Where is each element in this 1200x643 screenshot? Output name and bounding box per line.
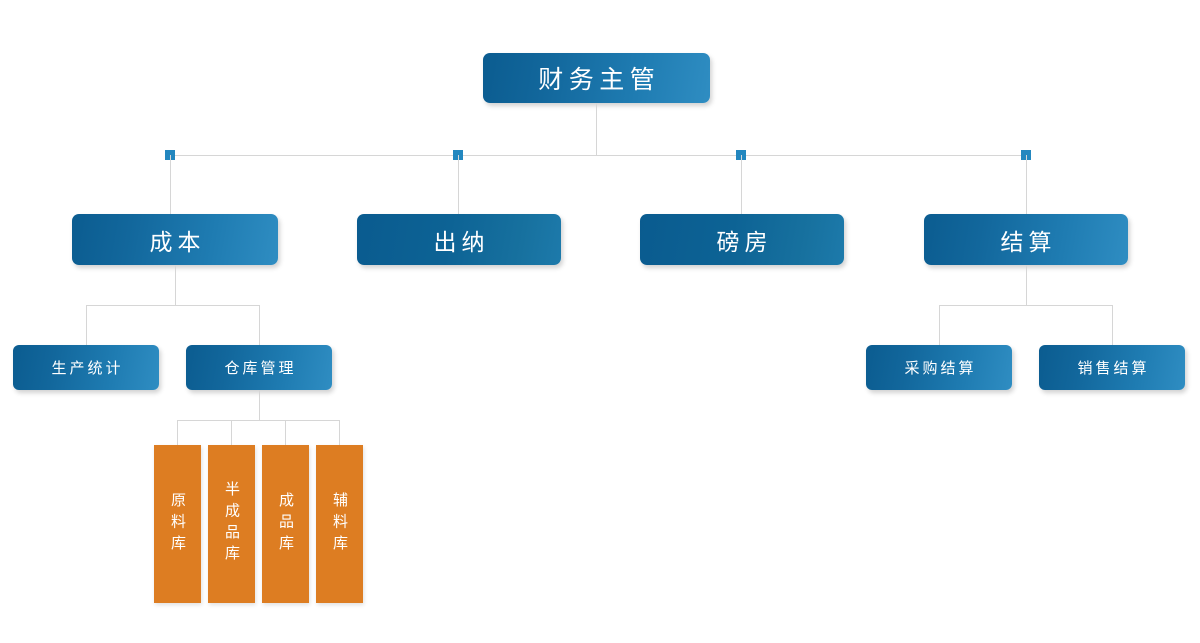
connector-drop-production-stats [86,305,87,346]
node-cashier[interactable]: 出纳 [357,214,561,265]
node-auxiliary-material-warehouse[interactable]: 辅料库 [316,445,363,603]
connector-settlement-branch-bar [939,305,1113,306]
node-production-statistics[interactable]: 生产统计 [13,345,159,390]
connector-settlement-stem [1026,265,1027,305]
node-finance-supervisor[interactable]: 财务主管 [483,53,710,103]
node-weighhouse[interactable]: 磅房 [640,214,844,265]
connector-drop-semi-finished [231,420,232,446]
connector-drop-finished-goods [285,420,286,446]
connector-drop-warehouse-mgmt [259,305,260,346]
connector-warehouse-branch-bar [177,420,340,421]
connector-drop-cost [170,155,171,214]
connector-drop-settlement [1026,155,1027,214]
node-label: 半成品库 [223,481,241,567]
node-label: 仓库管理 [224,359,297,377]
node-warehouse-management[interactable]: 仓库管理 [186,345,332,390]
connector-warehouse-stem [259,390,260,420]
connector-drop-raw-material [177,420,178,446]
node-label: 原料库 [169,492,187,556]
node-label: 采购结算 [904,359,977,377]
connector-drop-cashier [458,155,459,214]
node-purchase-settlement[interactable]: 采购结算 [866,345,1012,390]
node-label: 磅房 [716,229,773,256]
node-label: 销售结算 [1077,359,1150,377]
connector-drop-weighhouse [741,155,742,214]
node-label: 出纳 [433,229,490,256]
connector-drop-sales-settlement [1112,305,1113,346]
node-label: 生产统计 [51,359,124,377]
connector-drop-auxiliary [339,420,340,446]
node-semi-finished-warehouse[interactable]: 半成品库 [208,445,255,603]
connector-level2-bus [170,155,1029,156]
node-cost[interactable]: 成本 [72,214,278,265]
node-finished-goods-warehouse[interactable]: 成品库 [262,445,309,603]
connector-cost-branch-bar [86,305,260,306]
connector-root-drop [596,103,597,156]
node-raw-material-warehouse[interactable]: 原料库 [154,445,201,603]
node-sales-settlement[interactable]: 销售结算 [1039,345,1185,390]
node-label: 成本 [149,229,206,256]
node-label: 结算 [1000,229,1057,256]
node-label: 辅料库 [331,492,349,556]
connector-drop-purchase-settlement [939,305,940,346]
node-label: 财务主管 [538,65,661,94]
connector-cost-stem [175,265,176,305]
node-label: 成品库 [277,492,295,556]
node-settlement[interactable]: 结算 [924,214,1128,265]
